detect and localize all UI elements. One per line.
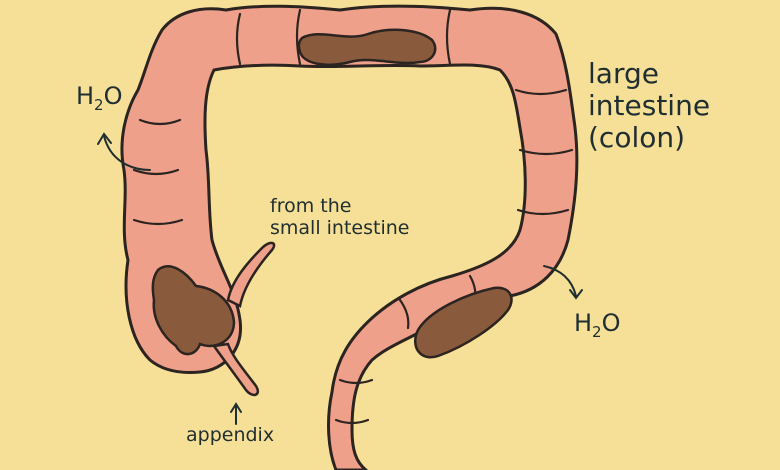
large-intestine-label-line1: large — [588, 57, 659, 90]
water-label-left-o: O — [103, 82, 123, 110]
haustra-line — [334, 418, 370, 425]
water-label-right-subscript: 2 — [592, 323, 602, 341]
haustra-line — [132, 218, 184, 226]
appendix-label: appendix — [186, 424, 275, 446]
water-arrow-left — [103, 135, 151, 171]
haustra-line — [514, 88, 568, 96]
small-intestine-label-line2: small intestine — [270, 216, 410, 239]
haustra-lines — [132, 8, 574, 425]
appendix-shape — [211, 342, 260, 397]
haustra-line — [138, 118, 182, 126]
colon-outline-shape — [120, 4, 579, 470]
haustra-line — [295, 8, 302, 66]
water-label-left: H2O — [76, 82, 123, 114]
haustra-line — [518, 148, 574, 156]
water-label-left-subscript: 2 — [94, 96, 104, 114]
water-arrow-left-head — [97, 132, 112, 145]
haustra-line — [338, 378, 374, 385]
large-intestine-label-line2: intestine — [588, 89, 711, 123]
large-intestine-label: large intestine (colon) — [588, 57, 711, 155]
arrows — [97, 132, 583, 425]
small-intestine-label: from the small intestine — [270, 195, 410, 240]
water-label-right-o: O — [601, 309, 621, 337]
haustra-line — [516, 208, 570, 216]
water-label-right: H2O — [574, 309, 621, 341]
large-intestine-label-line3: (colon) — [588, 121, 686, 155]
small-intestine-label-line1: from the — [270, 195, 352, 217]
water-label-right-h: H — [574, 309, 593, 337]
water-label-left-h: H — [76, 82, 95, 110]
water-arrow-right — [543, 265, 577, 297]
haustra-line — [235, 12, 242, 66]
haustra-line — [132, 168, 180, 176]
stool-descending — [413, 286, 513, 359]
haustra-line — [398, 298, 410, 330]
haustra-line — [445, 8, 452, 66]
stool-cecum — [151, 265, 236, 356]
stool-transverse — [297, 28, 437, 66]
water-arrow-right-head — [569, 289, 583, 300]
appendix-arrow-head — [230, 402, 242, 413]
small-intestine-tube — [226, 241, 276, 308]
large-intestine — [120, 4, 579, 470]
